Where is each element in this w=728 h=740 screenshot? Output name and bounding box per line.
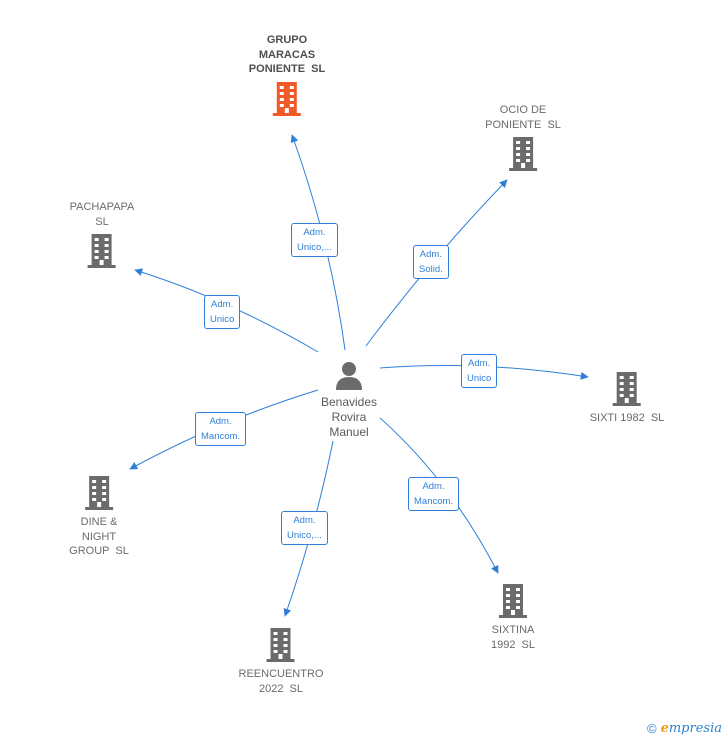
company-dine-and-night-group[interactable]: DINE & NIGHT GROUP SL: [69, 471, 129, 559]
person-node[interactable]: Benavides Rovira Manuel: [321, 359, 377, 440]
relation-badge-pachapapa[interactable]: Adm. Unico: [204, 295, 241, 329]
relation-badge-reencuentro[interactable]: Adm. Unico,...: [281, 511, 328, 545]
building-icon: [85, 476, 113, 510]
person-name: Benavides Rovira Manuel: [320, 395, 378, 439]
relation-badge-ocio[interactable]: Adm. Solid.: [413, 245, 449, 279]
relation-badge-sixti[interactable]: Adm. Unico: [461, 354, 498, 388]
company-name: SIXTINA 1992 SL: [490, 624, 536, 651]
company-sixti-1982[interactable]: SIXTI 1982 SL: [589, 367, 665, 426]
building-icon: [87, 234, 116, 268]
company-name: REENCUENTRO 2022 SL: [238, 668, 324, 695]
company-pachapapa[interactable]: PACHAPAPA SL: [69, 200, 135, 268]
building-icon: [498, 584, 527, 618]
company-sixtina-1992[interactable]: SIXTINA 1992 SL: [491, 579, 535, 652]
building-icon: [508, 137, 537, 171]
building-icon: [612, 372, 641, 406]
relation-badge-dine[interactable]: Adm. Mancom.: [195, 412, 247, 446]
company-name: PACHAPAPA SL: [69, 201, 135, 228]
company-grupo-maracas-poniente[interactable]: GRUPO MARACAS PONIENTE SL: [249, 33, 325, 116]
person-icon: [335, 362, 362, 390]
company-name: DINE & NIGHT GROUP SL: [69, 516, 129, 557]
company-ocio-de-poniente[interactable]: OCIO DE PONIENTE SL: [485, 103, 561, 171]
company-name: SIXTI 1982 SL: [589, 412, 665, 424]
building-icon: [273, 81, 301, 116]
company-name: OCIO DE PONIENTE SL: [485, 104, 561, 131]
footer-logo: © empresia: [647, 721, 722, 736]
relation-badge-sixtina[interactable]: Adm. Mancom.: [408, 477, 460, 511]
company-reencuentro-2022[interactable]: REENCUENTRO 2022 SL: [238, 623, 324, 696]
company-name: GRUPO MARACAS PONIENTE SL: [248, 34, 326, 75]
relation-badge-grupo[interactable]: Adm. Unico,...: [291, 223, 338, 257]
building-icon: [266, 628, 295, 662]
copyright-symbol: ©: [646, 721, 657, 736]
empresia-logo: empresia: [660, 721, 722, 736]
